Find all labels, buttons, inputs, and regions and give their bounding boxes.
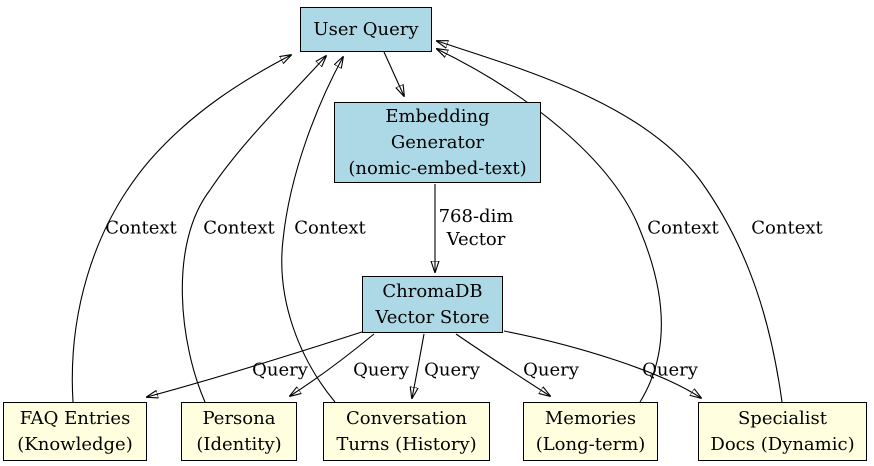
node-memories: Memories (Long-term) [523,402,658,461]
edge-label-context-conversation: Context [294,217,366,239]
node-conversation-turns-label: Conversation Turns (History) [336,407,477,455]
edge-faq-to-user-query-context [71,55,291,403]
edge-label-context-specialist: Context [751,217,823,239]
node-faq-entries-label: FAQ Entries (Knowledge) [17,407,133,455]
edge-label-query-memories: Query [523,359,579,381]
edge-chromadb-to-faq-query [147,329,369,397]
node-persona: Persona (Identity) [181,402,297,461]
edge-chromadb-to-specialist-query [503,330,701,398]
node-specialist-docs: Specialist Docs (Dynamic) [698,402,867,461]
edge-label-768dim-vector: 768-dim Vector [438,206,514,250]
edge-label-query-persona: Query [353,359,409,381]
node-user-query-label: User Query [313,18,419,40]
edge-chromadb-to-memories-query [455,333,550,396]
edge-label-query-faq: Query [252,359,308,381]
edge-conversation-to-user-query-context [281,57,343,403]
edge-specialist-to-user-query-context [437,41,783,403]
node-embedding-generator: Embedding Generator (nomic-embed-text) [334,102,541,183]
edge-user-query-to-embedding [383,51,404,96]
node-conversation-turns: Conversation Turns (History) [323,402,490,461]
edge-persona-to-user-query-context [181,56,326,403]
node-chromadb-vector-store: ChromaDB Vector Store [362,276,503,333]
edge-label-query-specialist: Query [642,359,698,381]
node-persona-label: Persona (Identity) [196,407,282,455]
edge-label-query-conversation: Query [424,359,480,381]
edge-label-context-faq: Context [105,217,177,239]
edge-chromadb-to-persona-query [290,333,375,396]
edge-label-context-memories: Context [647,217,719,239]
node-user-query: User Query [300,7,432,52]
node-faq-entries: FAQ Entries (Knowledge) [3,402,147,461]
node-chromadb-vector-store-label: ChromaDB Vector Store [375,280,490,328]
node-specialist-docs-label: Specialist Docs (Dynamic) [710,407,855,455]
edge-memories-to-user-query-context [437,49,662,403]
node-memories-label: Memories (Long-term) [535,407,646,455]
edge-label-context-persona: Context [203,217,275,239]
node-embedding-generator-label: Embedding Generator (nomic-embed-text) [348,105,527,179]
edge-chromadb-to-conversation-query [412,333,425,398]
